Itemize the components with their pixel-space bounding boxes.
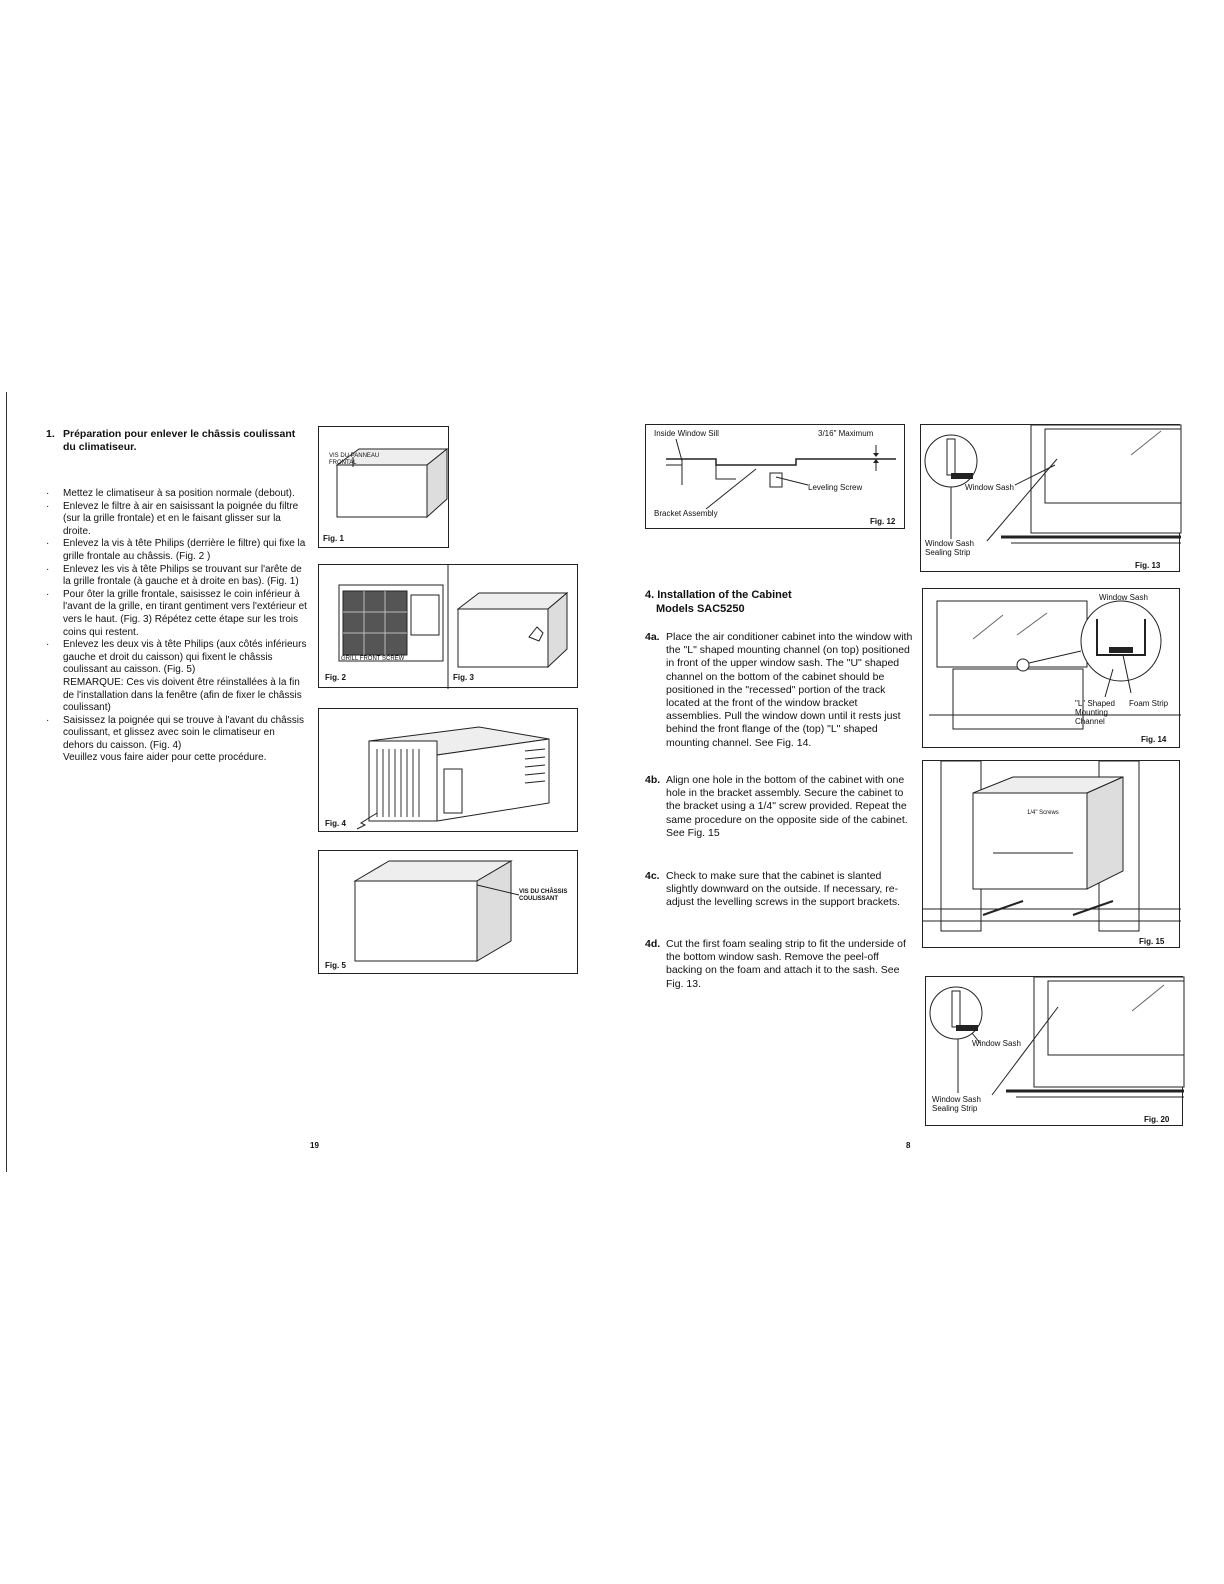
fr-note: REMARQUE: Ces vis doivent être réinstall…	[63, 676, 302, 714]
figure-14: Window Sash "L" Shaped Mounting Channel …	[922, 588, 1181, 748]
fig1-illustration	[335, 447, 449, 519]
fig12-inside-sill: Inside Window Sill	[654, 429, 719, 438]
left-page-binding-line	[6, 392, 7, 1172]
fig14-illustration	[929, 600, 1181, 730]
fig12-bracket: Bracket Assembly	[654, 509, 718, 518]
fr-item: Saisissez la poignée qui se trouve à l'a…	[46, 715, 308, 753]
fig20-illustration	[929, 976, 1185, 1098]
fr-item: Enlevez la vis à tête Philips (derrière …	[46, 538, 308, 563]
fig12-label: Fig. 12	[870, 517, 896, 526]
fig13-label: Fig. 13	[1135, 561, 1161, 570]
en-section-subtitle: Models SAC5250	[656, 603, 745, 615]
fig5-callout: VIS DU CHÂSSIS COULISSANT	[519, 889, 568, 902]
fr-instruction-list: Mettez le climatiseur à sa position norm…	[46, 488, 308, 765]
en-section-title-text: 4. Installation of the Cabinet	[645, 589, 792, 601]
right-page-number: 8	[906, 1141, 911, 1150]
fr-item: Mettez le climatiseur à sa position norm…	[46, 488, 308, 501]
fr-item: Enlevez le filtre à air en saisissant la…	[46, 501, 308, 539]
step-4b: 4b. Align one hole in the bottom of the …	[645, 774, 908, 839]
fig3-label: Fig. 3	[453, 673, 474, 682]
fr-item: Enlevez les deux vis à tête Philips (aux…	[46, 639, 308, 677]
fig15-illustration	[923, 760, 1181, 932]
fig12-leveling: Leveling Screw	[808, 483, 863, 492]
fig20-strip: Window Sash Sealing Strip	[932, 1095, 981, 1113]
step-4a: 4a. Place the air conditioner cabinet in…	[645, 631, 913, 749]
fig13-sash: Window Sash	[965, 483, 1014, 492]
fig4-illustration	[356, 726, 550, 830]
left-page-number: 19	[310, 1141, 319, 1150]
figure-1: VIS DU PANNEAU FRONTAL Fig. 1	[318, 426, 449, 548]
fig15-label: Fig. 15	[1139, 937, 1165, 946]
fig12-maximum: 3/16" Maximum	[818, 429, 874, 438]
step-4c: 4c. Check to make sure that the cabinet …	[645, 870, 901, 909]
fig4-label: Fig. 4	[325, 819, 346, 828]
fig14-sash: Window Sash	[1099, 593, 1148, 602]
figure-4: Fig. 4	[318, 708, 578, 832]
fr-section-title-text: Préparation pour enlever le châssis coul…	[63, 428, 296, 453]
fig1-label: Fig. 1	[323, 534, 344, 543]
fig1-callout: VIS DU PANNEAU FRONTAL	[329, 453, 380, 466]
fig14-label: Fig. 14	[1141, 735, 1167, 744]
fig2-illustration	[338, 565, 569, 689]
fig20-label: Fig. 20	[1144, 1115, 1170, 1124]
figure-15: 1/4" Screws Fig. 15	[922, 760, 1181, 948]
figure-13: Window Sash Window Sash Sealing Strip Fi…	[920, 424, 1182, 572]
fr-item: Pour ôter la grille frontale, saisissez …	[46, 589, 308, 639]
figure-2: GRILL FRONT SCREW Fig. 2 Fig. 3	[318, 564, 578, 689]
fig14-lchannel: "L" Shaped Mounting Channel	[1075, 699, 1115, 726]
fig5-label: Fig. 5	[325, 961, 346, 970]
fig15-screw: 1/4" Screws	[1027, 810, 1059, 816]
fr-section-title: 1. Préparation pour enlever le châssis c…	[46, 428, 306, 454]
step-4d: 4d. Cut the first foam sealing strip to …	[645, 938, 906, 990]
en-section-title: 4. Installation of the Cabinet Models SA…	[645, 588, 925, 616]
fig14-foam: Foam Strip	[1129, 699, 1169, 708]
fig2-label: Fig. 2	[325, 673, 346, 682]
fig13-illustration	[924, 424, 1182, 544]
figure-5: VIS DU CHÂSSIS COULISSANT Fig. 5	[318, 850, 578, 974]
figure-20: Window Sash Window Sash Sealing Strip Fi…	[925, 976, 1185, 1126]
fr-section-number: 1.	[46, 428, 55, 440]
fr-item: Veuillez vous faire aider pour cette pro…	[63, 752, 267, 764]
fig13-strip: Window Sash Sealing Strip	[925, 539, 974, 557]
figure-12: Inside Window Sill 3/16" Maximum Levelin…	[645, 424, 905, 529]
fig12-illustration	[666, 438, 896, 510]
fig20-sash: Window Sash	[972, 1039, 1021, 1048]
fr-item: Enlevez les vis à tête Philips se trouva…	[46, 564, 308, 589]
fig5-illustration	[353, 860, 520, 962]
fig2-callout: GRILL FRONT SCREW	[341, 656, 405, 662]
